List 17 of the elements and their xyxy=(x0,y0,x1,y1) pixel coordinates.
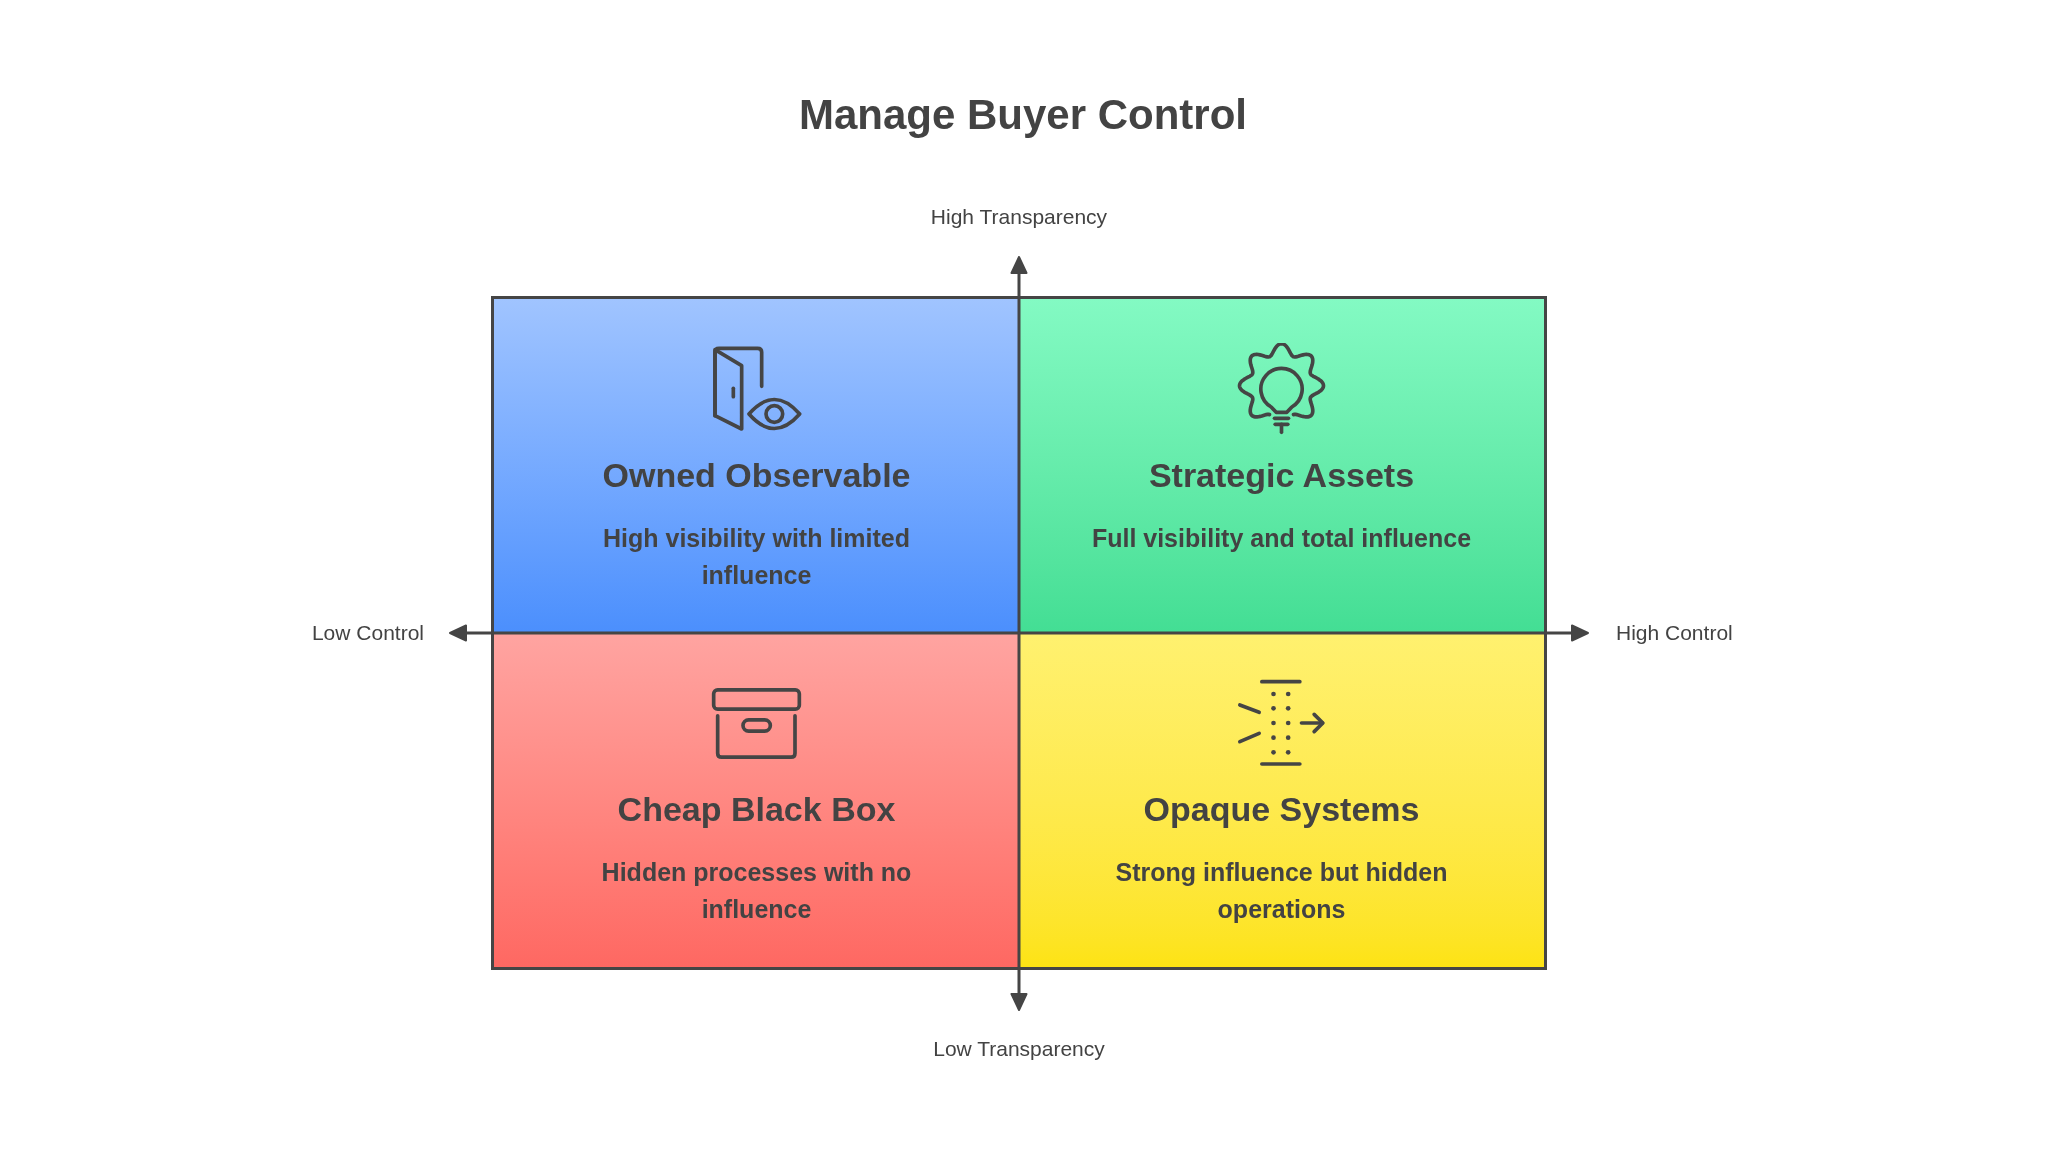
diagram-title: Manage Buyer Control xyxy=(797,90,1249,140)
axis-label: High Transparency xyxy=(930,204,1108,230)
quadrant-description: Full visibility and total influence xyxy=(1091,523,1472,554)
quadrant-box xyxy=(491,633,1019,970)
quadrant-box xyxy=(1019,633,1547,970)
quadrant-title: Owned Observable xyxy=(602,455,911,495)
quadrant-description: Hidden processes with no influence xyxy=(600,857,913,925)
quadrant-title: Cheap Black Box xyxy=(617,789,896,829)
axis-label: Low Transparency xyxy=(933,1036,1105,1062)
quadrant-description: High visibility with limited influence xyxy=(602,523,911,591)
quadrant-box xyxy=(491,296,1019,633)
quadrant-description: Strong influence but hidden operations xyxy=(1114,857,1449,925)
axis-label: Low Control xyxy=(311,620,424,646)
axis-label: High Control xyxy=(1616,620,1733,646)
quadrant-title: Opaque Systems xyxy=(1143,789,1420,829)
quadrant-box xyxy=(1019,296,1547,633)
quadrant-title: Strategic Assets xyxy=(1148,455,1415,495)
